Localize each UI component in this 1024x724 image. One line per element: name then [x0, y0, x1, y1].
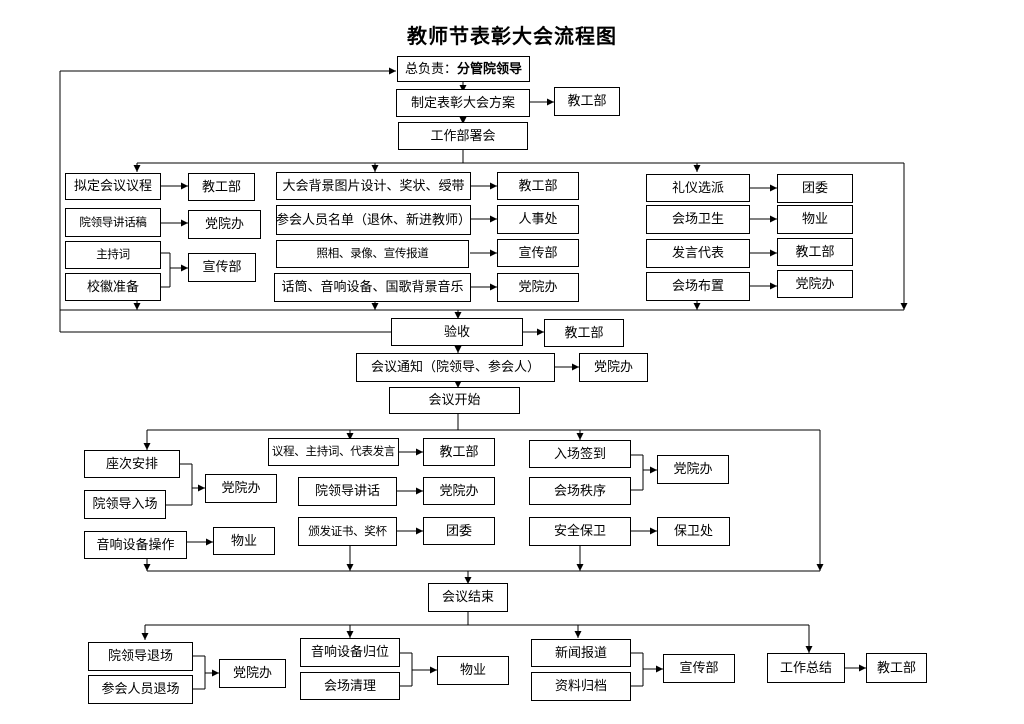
leader-speech-box: 院领导讲话 — [298, 477, 397, 506]
photo-dept-box: 宣传部 — [497, 239, 579, 267]
summary-box: 工作总结 — [767, 653, 845, 683]
notice-dept-box: 党院办 — [579, 353, 648, 382]
etiquette-dept-box: 团委 — [777, 174, 853, 203]
layout-box: 会场布置 — [646, 272, 750, 301]
order-box: 会场秩序 — [529, 477, 631, 505]
summary-dept-box: 教工部 — [866, 653, 927, 683]
speaker-dept-box: 教工部 — [777, 238, 853, 266]
check-box: 验收 — [391, 318, 523, 346]
leader-prefix: 总负责： — [404, 61, 457, 77]
hygiene-box: 会场卫生 — [646, 205, 750, 234]
agenda-dept-box: 教工部 — [188, 173, 255, 201]
leader-speech-dept-box: 党院办 — [423, 477, 495, 505]
plan-box: 制定表彰大会方案 — [396, 89, 530, 117]
security-box: 安全保卫 — [529, 517, 631, 546]
news-archive-dept-box: 宣传部 — [663, 654, 735, 683]
leader-exit-box: 院领导退场 — [88, 642, 193, 671]
host-script-box: 主持词 — [65, 241, 161, 269]
etiquette-box: 礼仪选派 — [646, 174, 750, 202]
archive-box: 资料归档 — [531, 672, 631, 701]
sound-operation-box: 音响设备操作 — [84, 531, 187, 559]
plan-dept-box: 教工部 — [554, 87, 620, 116]
program-box: 议程、主持词、代表发言 — [268, 438, 399, 466]
leader-box: 总负责：分管院领导 — [397, 56, 530, 82]
exit-dept-box: 党院办 — [219, 659, 286, 688]
speaker-box: 发言代表 — [646, 239, 750, 268]
photo-box: 照相、录像、宣传报道 — [276, 240, 469, 268]
audio-dept-box: 党院办 — [497, 273, 579, 302]
restore-clean-dept-box: 物业 — [437, 656, 509, 685]
page-title: 教师节表彰大会流程图 — [407, 24, 617, 48]
end-box: 会议结束 — [428, 583, 508, 612]
program-dept-box: 教工部 — [423, 438, 495, 466]
speech-draft-box: 院领导讲话稿 — [65, 208, 161, 237]
attendee-exit-box: 参会人员退场 — [88, 675, 193, 704]
design-box: 大会背景图片设计、奖状、绶带 — [276, 172, 471, 200]
attendees-box: 参会人员名单（退休、新进教师） — [276, 205, 471, 235]
meeting-box: 工作部署会 — [398, 122, 528, 150]
leader-name: 分管院领导 — [457, 61, 523, 77]
news-box: 新闻报道 — [531, 639, 631, 667]
award-box: 颁发证书、奖杯 — [298, 517, 397, 546]
signin-box: 入场签到 — [529, 440, 631, 468]
speech-draft-dept-box: 党院办 — [188, 210, 261, 239]
design-dept-box: 教工部 — [497, 172, 579, 200]
notice-box: 会议通知（院领导、参会人） — [356, 353, 555, 382]
start-box: 会议开始 — [389, 387, 520, 414]
badge-box: 校徽准备 — [65, 273, 161, 301]
signin-order-dept-box: 党院办 — [657, 455, 729, 484]
audio-box: 话筒、音响设备、国歌背景音乐 — [274, 273, 471, 302]
award-dept-box: 团委 — [423, 517, 495, 545]
security-dept-box: 保卫处 — [657, 517, 730, 546]
host-badge-dept-box: 宣传部 — [188, 253, 256, 282]
seating-box: 座次安排 — [84, 450, 180, 478]
check-dept-box: 教工部 — [544, 319, 624, 347]
agenda-box: 拟定会议议程 — [65, 173, 161, 200]
hygiene-dept-box: 物业 — [777, 205, 853, 234]
attendees-dept-box: 人事处 — [497, 205, 579, 234]
restore-sound-box: 音响设备归位 — [300, 638, 400, 667]
layout-dept-box: 党院办 — [777, 270, 853, 298]
leader-entry-dept-box: 党院办 — [205, 474, 277, 503]
leader-entry-box: 院领导入场 — [84, 490, 166, 519]
clean-venue-box: 会场清理 — [300, 672, 400, 700]
sound-operation-dept-box: 物业 — [213, 527, 275, 555]
